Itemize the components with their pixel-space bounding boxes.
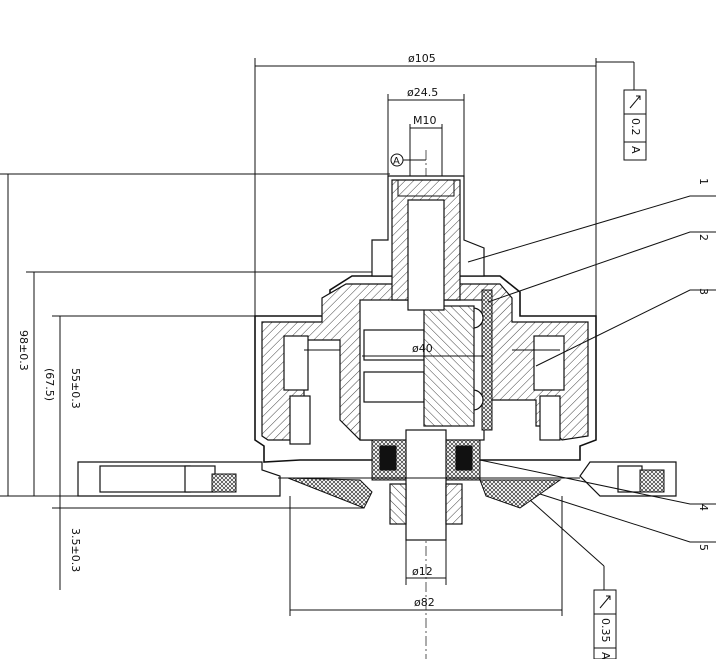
callout-5: 5: [697, 544, 710, 551]
dimension-lines: [0, 58, 597, 616]
dim-m10: M10: [413, 114, 437, 127]
dim-d82: ø82: [414, 596, 435, 609]
dim-h3-5: 3.5±0.3: [69, 528, 82, 572]
dim-d12: ø12: [412, 565, 433, 578]
runout-icon: [629, 95, 641, 109]
dim-h55: 55±0.3: [69, 368, 82, 409]
callout-4: 4: [697, 504, 710, 511]
callout-3: 3: [697, 288, 710, 295]
tolerance-bottom-datum: A: [599, 652, 612, 659]
inner-sleeve: [359, 289, 493, 441]
tolerance-bottom-value: 0.35: [599, 618, 612, 643]
stud-bolt: [371, 175, 485, 311]
callout-1: 1: [697, 178, 710, 185]
datum-a-marker: A: [390, 153, 426, 167]
dim-h98: 98±0.3: [17, 330, 30, 371]
rotor-disc: [278, 477, 580, 509]
tolerance-top-value: 0.2: [629, 118, 642, 136]
tolerance-frame-top: 0.2 A: [596, 61, 647, 161]
tolerance-frame-bottom: 0.35 A: [529, 499, 617, 659]
tolerance-top-datum: A: [629, 146, 642, 154]
callout-leaders: [467, 195, 716, 543]
dim-d105: ø105: [408, 52, 436, 65]
dim-d24-5: ø24.5: [407, 86, 438, 99]
datum-label: A: [393, 156, 400, 167]
dim-h67-5: (67.5): [43, 368, 56, 401]
callout-2: 2: [697, 234, 710, 241]
base-flange: [77, 461, 677, 497]
runout-icon: [599, 595, 611, 609]
dim-d40: ø40: [412, 342, 433, 355]
output-shaft: [371, 429, 481, 541]
